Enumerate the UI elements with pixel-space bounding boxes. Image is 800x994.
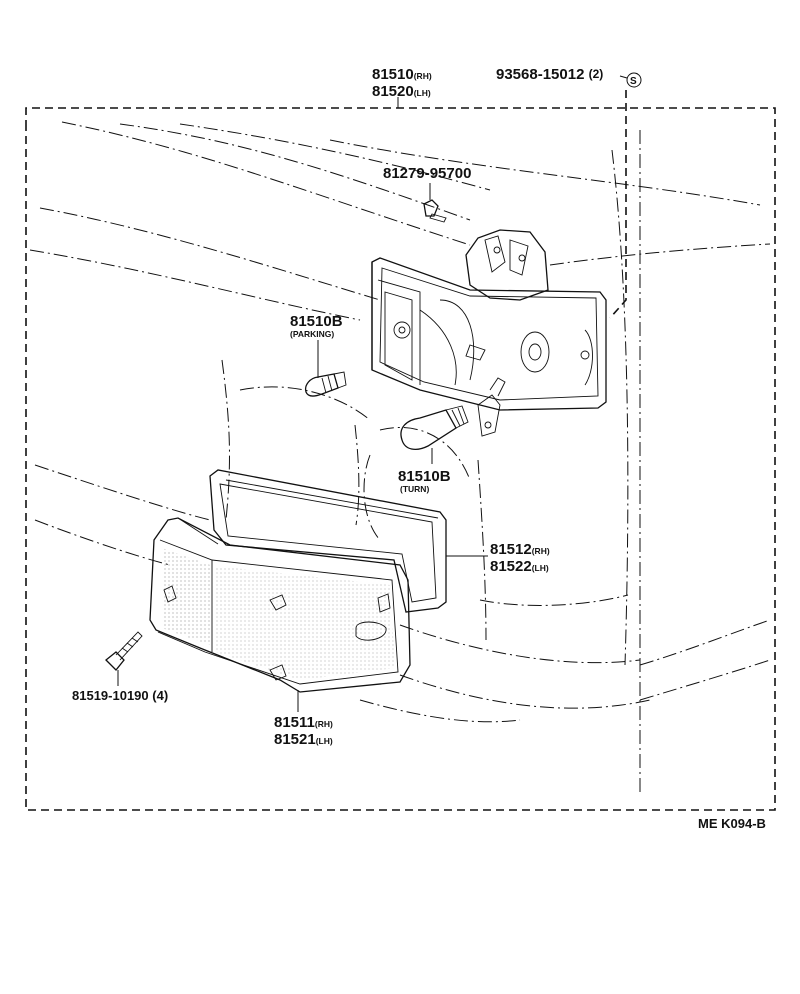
label-bulb-turn-tag: (TURN) <box>400 484 429 494</box>
part-labels: 81510(RH) 81520(LH) 93568-15012 (2) S 81… <box>72 66 766 831</box>
label-gasket-rh: 81512(RH) <box>490 541 550 558</box>
diagram-code: ME K094-B <box>698 816 766 831</box>
screw-top <box>423 199 447 223</box>
label-nut: 93568-15012 (2) <box>496 66 603 83</box>
lens-screw <box>105 631 143 671</box>
label-bulb-parking: 81510B <box>290 313 343 330</box>
label-lamp-lh: 81520(LH) <box>372 83 431 100</box>
label-lens-screw: 81519-10190 (4) <box>72 688 168 703</box>
label-lens-lh: 81521(LH) <box>274 731 333 748</box>
leader-lines <box>117 72 642 712</box>
lens <box>149 517 411 693</box>
label-screw-top: 81279-95700 <box>383 165 471 182</box>
label-lamp-rh: 81510(RH) <box>372 66 432 83</box>
bulb-parking <box>304 371 347 397</box>
label-bulb-parking-tag: (PARKING) <box>290 329 334 339</box>
bulb-turn <box>400 405 469 451</box>
label-lens-rh: 81511(RH) <box>274 714 333 731</box>
vehicle-body-outline <box>29 121 771 795</box>
gasket <box>209 469 447 613</box>
label-bulb-turn: 81510B <box>398 468 451 485</box>
label-gasket-lh: 81522(LH) <box>490 558 549 575</box>
nut-symbol: S <box>630 76 637 87</box>
assembly-frame <box>25 90 776 811</box>
lamp-housing <box>371 229 607 437</box>
